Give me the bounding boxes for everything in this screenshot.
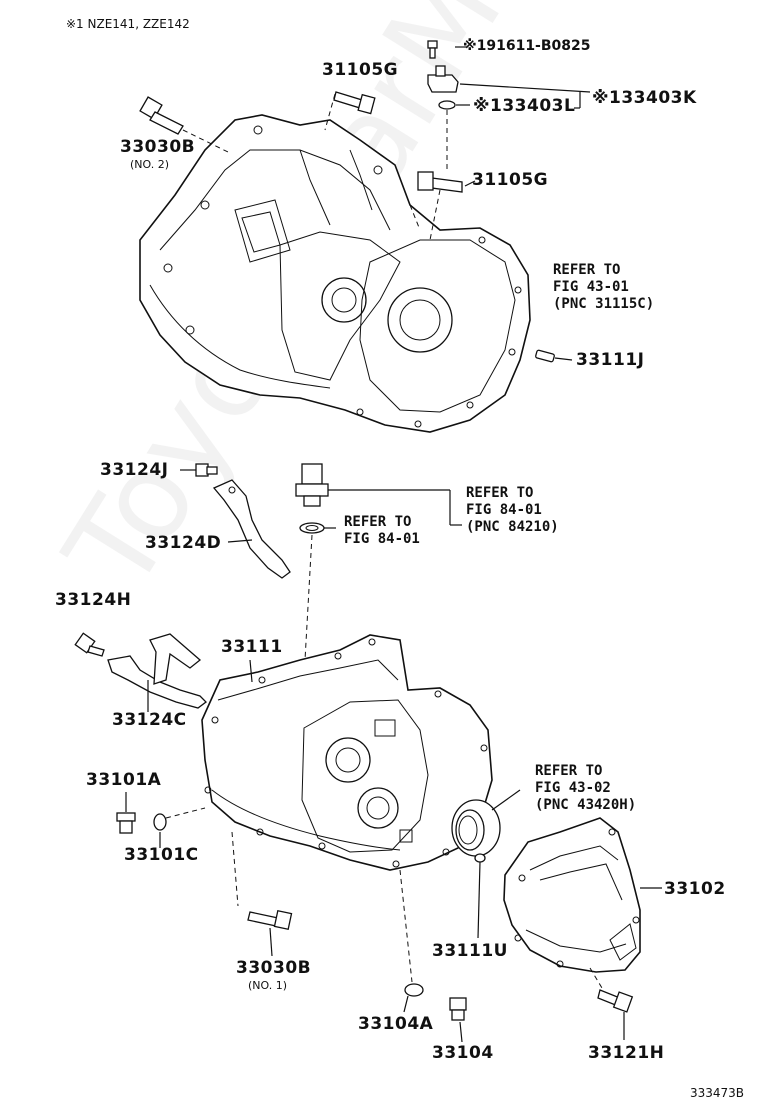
label-33104A: 33104A bbox=[358, 1014, 434, 1034]
label-33101A: 33101A bbox=[86, 770, 162, 790]
transaxle-case-lower bbox=[201, 634, 493, 871]
label-31105G-top: 31105G bbox=[322, 60, 399, 80]
bracket-33124C-icon bbox=[107, 633, 207, 709]
label-33030B-bot-sub: (NO. 1) bbox=[248, 979, 288, 992]
label-33124C: 33124C bbox=[112, 710, 187, 730]
label-33104: 33104 bbox=[432, 1043, 494, 1063]
bolt-33030B-bot-icon bbox=[247, 909, 293, 931]
washer-33403L-icon bbox=[438, 100, 456, 110]
label-33101C: 33101C bbox=[124, 845, 199, 865]
transaxle-housing-upper bbox=[139, 114, 531, 433]
label-33102: 33102 bbox=[664, 879, 726, 899]
gasket-33104A-icon bbox=[404, 983, 424, 997]
bolt-31105G-mid-icon bbox=[417, 171, 463, 193]
label-33403L: ※133403L bbox=[473, 96, 576, 116]
o-ring-icon bbox=[299, 522, 325, 534]
label-33403K: ※133403K bbox=[592, 88, 697, 108]
dowel-33111U-icon bbox=[474, 853, 486, 863]
model-note: ※1 NZE141, ZZE142 bbox=[66, 17, 190, 31]
drain-plug-33104-icon bbox=[449, 997, 467, 1021]
label-33030B-bot: 33030B bbox=[236, 958, 312, 978]
label-33124D: 33124D bbox=[145, 533, 222, 553]
bolt-33124J-icon bbox=[195, 463, 218, 477]
speed-sensor-icon bbox=[295, 463, 329, 507]
label-33124J: 33124J bbox=[100, 460, 169, 480]
plug-33101A-icon bbox=[116, 812, 136, 834]
label-33030B-top: 33030B bbox=[120, 137, 196, 157]
bolt-33124H-icon bbox=[74, 632, 105, 657]
gasket-33101C-icon bbox=[153, 813, 167, 831]
refer-fig-43-02[interactable]: REFER TO FIG 43-02 (PNC 43420H) bbox=[535, 763, 637, 813]
label-33030B-top-sub: (NO. 2) bbox=[130, 158, 170, 171]
refer-fig-84-01-a[interactable]: REFER TO FIG 84-01 (PNC 84210) bbox=[466, 485, 559, 535]
label-33124H: 33124H bbox=[55, 590, 132, 610]
label-33111J: 33111J bbox=[576, 350, 645, 370]
cover-33102-icon bbox=[503, 817, 641, 973]
refer-fig-84-01-b[interactable]: REFER TO FIG 84-01 bbox=[344, 514, 420, 547]
diagram-id: 333473B bbox=[690, 1086, 745, 1100]
refer-fig-43-01[interactable]: REFER TO FIG 43-01 (PNC 31115C) bbox=[553, 262, 655, 312]
label-33121H: 33121H bbox=[588, 1043, 665, 1063]
label-191611: ※191611-B0825 bbox=[463, 38, 591, 54]
bolt-33030B-top-icon bbox=[139, 96, 184, 135]
label-33111U: 33111U bbox=[432, 941, 508, 961]
pin-33111J-icon bbox=[535, 349, 555, 363]
sensor-33403-icon bbox=[427, 65, 459, 93]
bracket-33124D-icon bbox=[212, 479, 291, 579]
bolt-31105G-top-icon bbox=[333, 91, 376, 115]
label-33111: 33111 bbox=[221, 637, 283, 657]
bolt-33121H-icon bbox=[597, 989, 634, 1013]
bolt-191611-icon bbox=[427, 40, 438, 59]
oil-seal-icon bbox=[451, 799, 501, 857]
label-31105G-mid: 31105G bbox=[472, 170, 549, 190]
